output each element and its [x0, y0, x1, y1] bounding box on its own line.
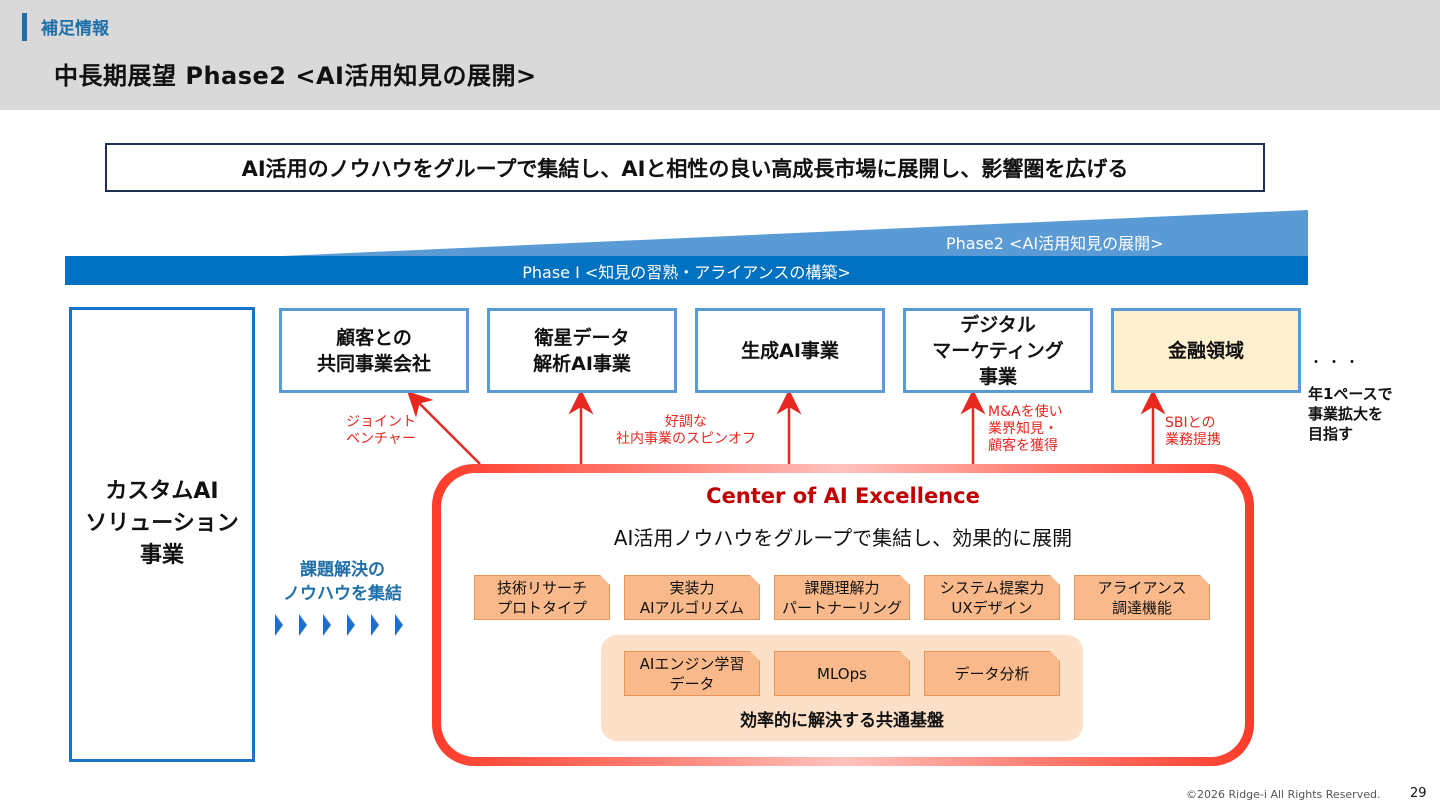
capability-line: 実装力 — [669, 578, 715, 597]
key-statement: AI活用のノウハウをグループで集結し、AIと相性の良い高成長市場に展開し、影響圏… — [105, 143, 1265, 192]
expansion-pace-note: 年1ペースで 事業拡大を 目指す — [1308, 384, 1393, 444]
capability-line: 調達機能 — [1111, 598, 1172, 617]
chevron-right-icon — [395, 614, 403, 636]
section-accent-bar — [22, 13, 27, 41]
business-line: 顧客との — [336, 326, 412, 349]
arrow-joint-venture — [407, 391, 481, 465]
page-number: 29 — [1410, 786, 1427, 801]
platform-mlops: MLOps — [774, 651, 910, 696]
business-satellite-ai: 衛星データ解析AI事業 — [487, 308, 677, 393]
know-how-line: 課題解決の — [300, 560, 385, 580]
business-line: 金融領域 — [1167, 339, 1244, 362]
custom-ai-line3: 事業 — [139, 543, 184, 568]
custom-ai-solution-box — [69, 307, 255, 762]
chevron-right-icon — [299, 614, 307, 636]
custom-ai-line1: カスタムAI — [105, 479, 219, 504]
label-line: M&Aを使い — [988, 404, 1063, 420]
pace-line: 目指す — [1308, 425, 1354, 443]
pace-line: 年1ペースで — [1308, 385, 1393, 403]
coe-subtitle: AI活用ノウハウをグループで集結し、効果的に展開 — [613, 526, 1073, 550]
phase2-label: Phase2 <AI活用知見の展開> — [946, 234, 1164, 253]
capability-line: 課題理解力 — [804, 578, 880, 597]
capability-line: プロトタイプ — [496, 598, 587, 617]
capability-line: UXデザイン — [951, 598, 1033, 617]
capability-problem-understanding: 課題理解力パートナーリング — [774, 575, 910, 620]
label-mna: M&Aを使い 業界知見・ 顧客を獲得 — [988, 404, 1063, 455]
label-joint-venture: ジョイント ベンチャー — [346, 414, 416, 448]
capability-line: パートナーリング — [781, 598, 902, 617]
business-digital-marketing: デジタルマーケティング事業 — [903, 308, 1093, 393]
label-line: 顧客を獲得 — [988, 438, 1058, 454]
business-joint-company: 顧客との共同事業会社 — [279, 308, 469, 393]
capability-line: システム提案力 — [939, 578, 1045, 597]
coe-title: Center of AI Excellence — [706, 484, 980, 508]
business-finance: 金融領域 — [1111, 308, 1301, 393]
more-ellipsis: ・・・ — [1309, 355, 1363, 371]
copyright: ©2026 Ridge-i All Rights Reserved. — [1186, 788, 1381, 801]
label-line: 好調な — [665, 414, 707, 430]
custom-ai-solution-label: カスタムAI ソリューション 事業 — [69, 476, 255, 572]
chevron-right-icon — [371, 614, 379, 636]
platform-data-analysis: データ分析 — [924, 651, 1060, 696]
capability-tech-research: 技術リサーチプロトタイプ — [474, 575, 610, 620]
platform-line: データ分析 — [954, 664, 1030, 683]
label-sbi: SBIとの 業務提携 — [1165, 415, 1221, 449]
platform-line: MLOps — [817, 664, 867, 683]
section-label: 補足情報 — [41, 19, 109, 39]
capability-line: AIアルゴリズム — [639, 598, 745, 617]
slide-header — [0, 0, 1440, 110]
label-line: ベンチャー — [346, 431, 416, 447]
label-line: 業界知見・ — [988, 421, 1058, 437]
capability-alliance: アライアンス調達機能 — [1074, 575, 1210, 620]
chevron-right-icon — [347, 614, 355, 636]
pace-line: 事業拡大を — [1308, 405, 1384, 423]
chevron-right-icon — [323, 614, 331, 636]
business-line: 事業 — [978, 365, 1017, 388]
label-line: ジョイント — [346, 414, 416, 430]
label-line: 業務提携 — [1165, 432, 1221, 448]
business-generative-ai: 生成AI事業 — [695, 308, 885, 393]
know-how-label: 課題解決の ノウハウを集結 — [270, 558, 415, 606]
flow-chevrons — [275, 614, 403, 636]
know-how-line: ノウハウを集結 — [283, 584, 402, 604]
business-line: 衛星データ — [534, 326, 630, 349]
business-line: 解析AI事業 — [533, 352, 631, 375]
platform-line: データ — [669, 674, 715, 693]
platform-ai-training-data: AIエンジン学習データ — [624, 651, 760, 696]
label-line: 社内事業のスピンオフ — [616, 431, 756, 447]
capability-line: アライアンス — [1097, 578, 1187, 597]
business-line: 共同事業会社 — [316, 352, 431, 375]
chevron-right-icon — [275, 614, 283, 636]
business-line: 生成AI事業 — [741, 339, 839, 362]
custom-ai-line2: ソリューション — [85, 511, 239, 536]
platform-label: 効率的に解決する共通基盤 — [740, 711, 944, 731]
page-title: 中長期展望 Phase2 <AI活用知見の展開> — [54, 62, 537, 90]
capability-line: 技術リサーチ — [496, 578, 587, 597]
platform-line: AIエンジン学習 — [639, 654, 745, 673]
label-line: SBIとの — [1165, 415, 1216, 431]
business-line: マーケティング — [932, 339, 1064, 362]
business-line: デジタル — [960, 313, 1036, 336]
label-spinoff: 好調な 社内事業のスピンオフ — [598, 414, 774, 448]
phase1-label: Phase I <知見の習熟・アライアンスの構築> — [522, 262, 851, 282]
